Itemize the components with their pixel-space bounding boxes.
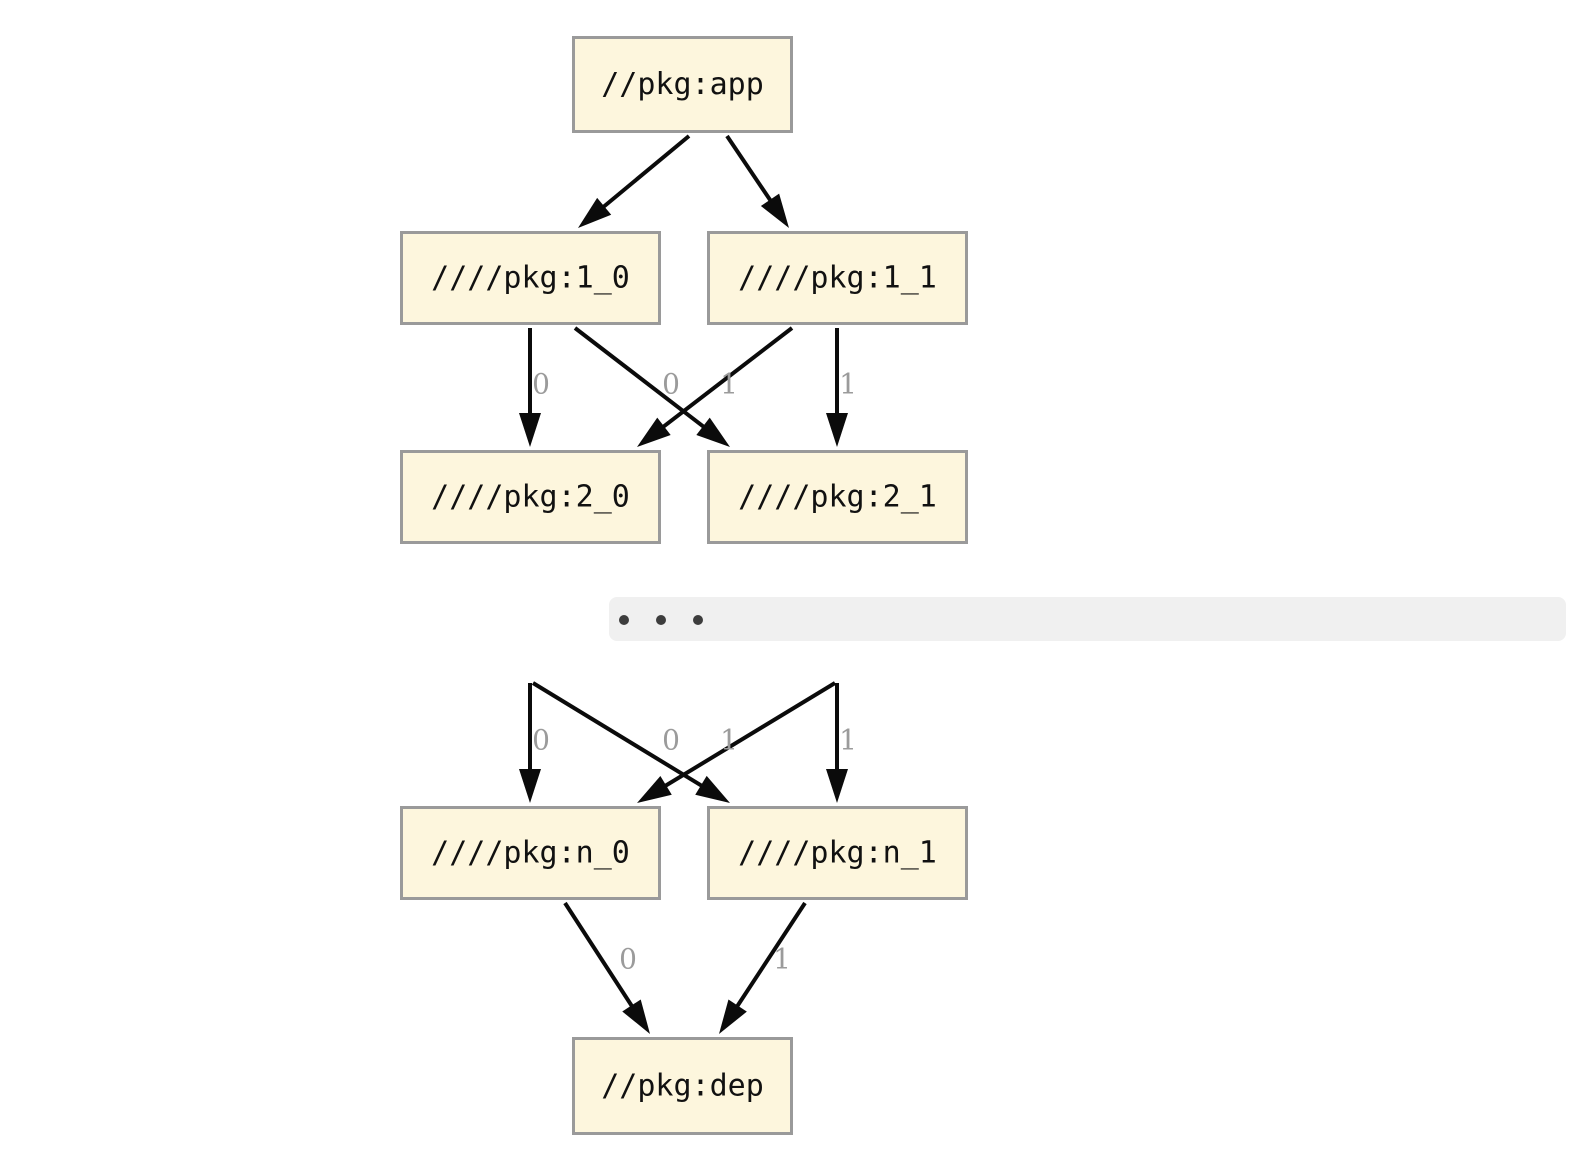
edge-line xyxy=(725,134,776,206)
node-label: ////pkg:1_1 xyxy=(738,261,937,296)
edge-line xyxy=(531,681,708,791)
edge-arrowhead-icon xyxy=(826,769,848,803)
graph-edge: 0 xyxy=(531,681,730,803)
edge-label: 1 xyxy=(720,724,738,757)
edge-label: 1 xyxy=(839,368,857,401)
edge-line xyxy=(573,326,710,432)
node-box[interactable] xyxy=(707,231,968,325)
edge-arrowhead-icon xyxy=(578,197,612,228)
edge-label: 1 xyxy=(839,724,857,757)
graph-edge: 1 xyxy=(826,328,857,447)
edge-arrowhead-icon xyxy=(719,999,747,1034)
graph-node-n1_1[interactable]: ////pkg:1_1 xyxy=(707,231,968,325)
edge-arrowhead-icon xyxy=(622,999,650,1034)
edge-line xyxy=(732,901,807,1012)
node-label: //pkg:dep xyxy=(601,1069,764,1104)
graph-node-n2_0[interactable]: ////pkg:2_0 xyxy=(400,450,661,544)
node-box[interactable] xyxy=(572,1037,793,1135)
graph-edge: 1 xyxy=(637,326,794,447)
edge-line xyxy=(563,901,637,1012)
node-label: ////pkg:2_0 xyxy=(431,480,630,515)
node-label: ////pkg:1_0 xyxy=(431,261,630,296)
ellipsis-dot-1 xyxy=(656,615,666,625)
edge-label: 0 xyxy=(662,368,680,401)
ellipsis-band xyxy=(609,597,1566,641)
edge-label: 1 xyxy=(773,943,791,976)
edge-label: 0 xyxy=(619,943,637,976)
edge-label: 0 xyxy=(532,724,550,757)
graph-edge xyxy=(578,134,691,228)
edge-arrowhead-icon xyxy=(760,193,789,228)
graph-edge xyxy=(725,134,789,228)
edge-line xyxy=(598,134,691,212)
edge-arrowhead-icon xyxy=(695,775,730,803)
node-box[interactable] xyxy=(707,806,968,900)
edge-label: 1 xyxy=(720,368,738,401)
graph-node-n2_1[interactable]: ////pkg:2_1 xyxy=(707,450,968,544)
graph-edge: 1 xyxy=(826,683,857,803)
graph-node-n1_0[interactable]: ////pkg:1_0 xyxy=(400,231,661,325)
graph-edge: 0 xyxy=(563,901,650,1034)
node-label: //pkg:app xyxy=(601,67,764,102)
ellipsis-dot-2 xyxy=(693,615,703,625)
graph-edge: 1 xyxy=(719,901,807,1034)
node-box[interactable] xyxy=(400,450,661,544)
edges-layer: 0 0 1 1 0 0 1 1 0 1 xyxy=(519,134,857,1034)
node-label: ////pkg:2_1 xyxy=(738,480,937,515)
edge-arrowhead-icon xyxy=(519,769,541,803)
graph-edge: 1 xyxy=(637,681,837,803)
graph-node-nn_0[interactable]: ////pkg:n_0 xyxy=(400,806,661,900)
node-label: ////pkg:n_1 xyxy=(738,836,937,871)
graph-node-dep[interactable]: //pkg:dep xyxy=(572,1037,793,1135)
edge-label: 0 xyxy=(532,368,550,401)
edge-arrowhead-icon xyxy=(519,413,541,447)
edge-label: 0 xyxy=(662,724,680,757)
graph-edge: 0 xyxy=(519,683,550,803)
graph-node-nn_1[interactable]: ////pkg:n_1 xyxy=(707,806,968,900)
node-box[interactable] xyxy=(572,36,793,133)
ellipsis-separator xyxy=(609,597,1566,641)
node-label: ////pkg:n_0 xyxy=(431,836,630,871)
edge-arrowhead-icon xyxy=(637,775,672,803)
node-box[interactable] xyxy=(400,806,661,900)
graph-edge: 0 xyxy=(519,328,550,447)
node-box[interactable] xyxy=(707,450,968,544)
edge-arrowhead-icon xyxy=(637,417,671,447)
node-box[interactable] xyxy=(400,231,661,325)
edge-arrowhead-icon xyxy=(826,413,848,447)
edge-arrowhead-icon xyxy=(696,417,730,447)
edge-line xyxy=(657,326,794,432)
ellipsis-dot-0 xyxy=(619,615,629,625)
nodes-layer: //pkg:app ////pkg:1_0 ////pkg:1_1 ////pkg:2… xyxy=(400,36,968,1135)
graph-edge: 0 xyxy=(573,326,730,447)
graph-node-app[interactable]: //pkg:app xyxy=(572,36,793,133)
edge-line xyxy=(659,681,837,791)
